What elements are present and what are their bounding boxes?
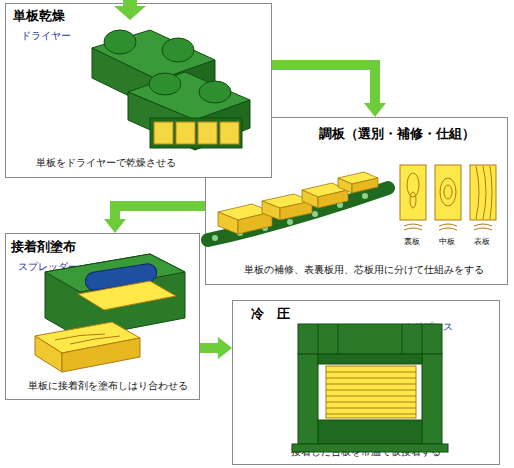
step-heading: 冷 圧 xyxy=(251,306,290,322)
step-heading: 調板（選別・補修・仕組） xyxy=(319,126,475,142)
machine-name: ドライヤー xyxy=(21,30,71,42)
step-caption: 単板に接着剤を塗布しはり合わせる xyxy=(28,380,188,392)
flow-arrow xyxy=(200,343,218,353)
step-caption: 単板をドライヤーで乾燥させる xyxy=(36,157,176,169)
flow-arrow xyxy=(272,65,375,103)
machine-name: コールドプレス xyxy=(383,321,453,333)
step-caption: 単板の補修、表裏板用、芯板用に分けて仕組みをする xyxy=(244,264,484,276)
step-heading: 単板乾燥 xyxy=(13,8,65,24)
process-panel: 接着剤塗布スプレッダー単板に接着剤を塗布しはり合わせる xyxy=(5,233,200,400)
process-panel: 単板乾燥ドライヤー単板をドライヤーで乾燥させる xyxy=(5,3,272,178)
process-panel: 冷 圧コールドプレス接着した合板を常温で仮接着する xyxy=(232,300,500,465)
step-caption: 接着した合板を常温で仮接着する xyxy=(291,446,441,458)
machine-name: スプレッダー xyxy=(18,261,78,273)
flow-arrow xyxy=(115,206,205,219)
step-heading: 接着剤塗布 xyxy=(11,239,76,255)
